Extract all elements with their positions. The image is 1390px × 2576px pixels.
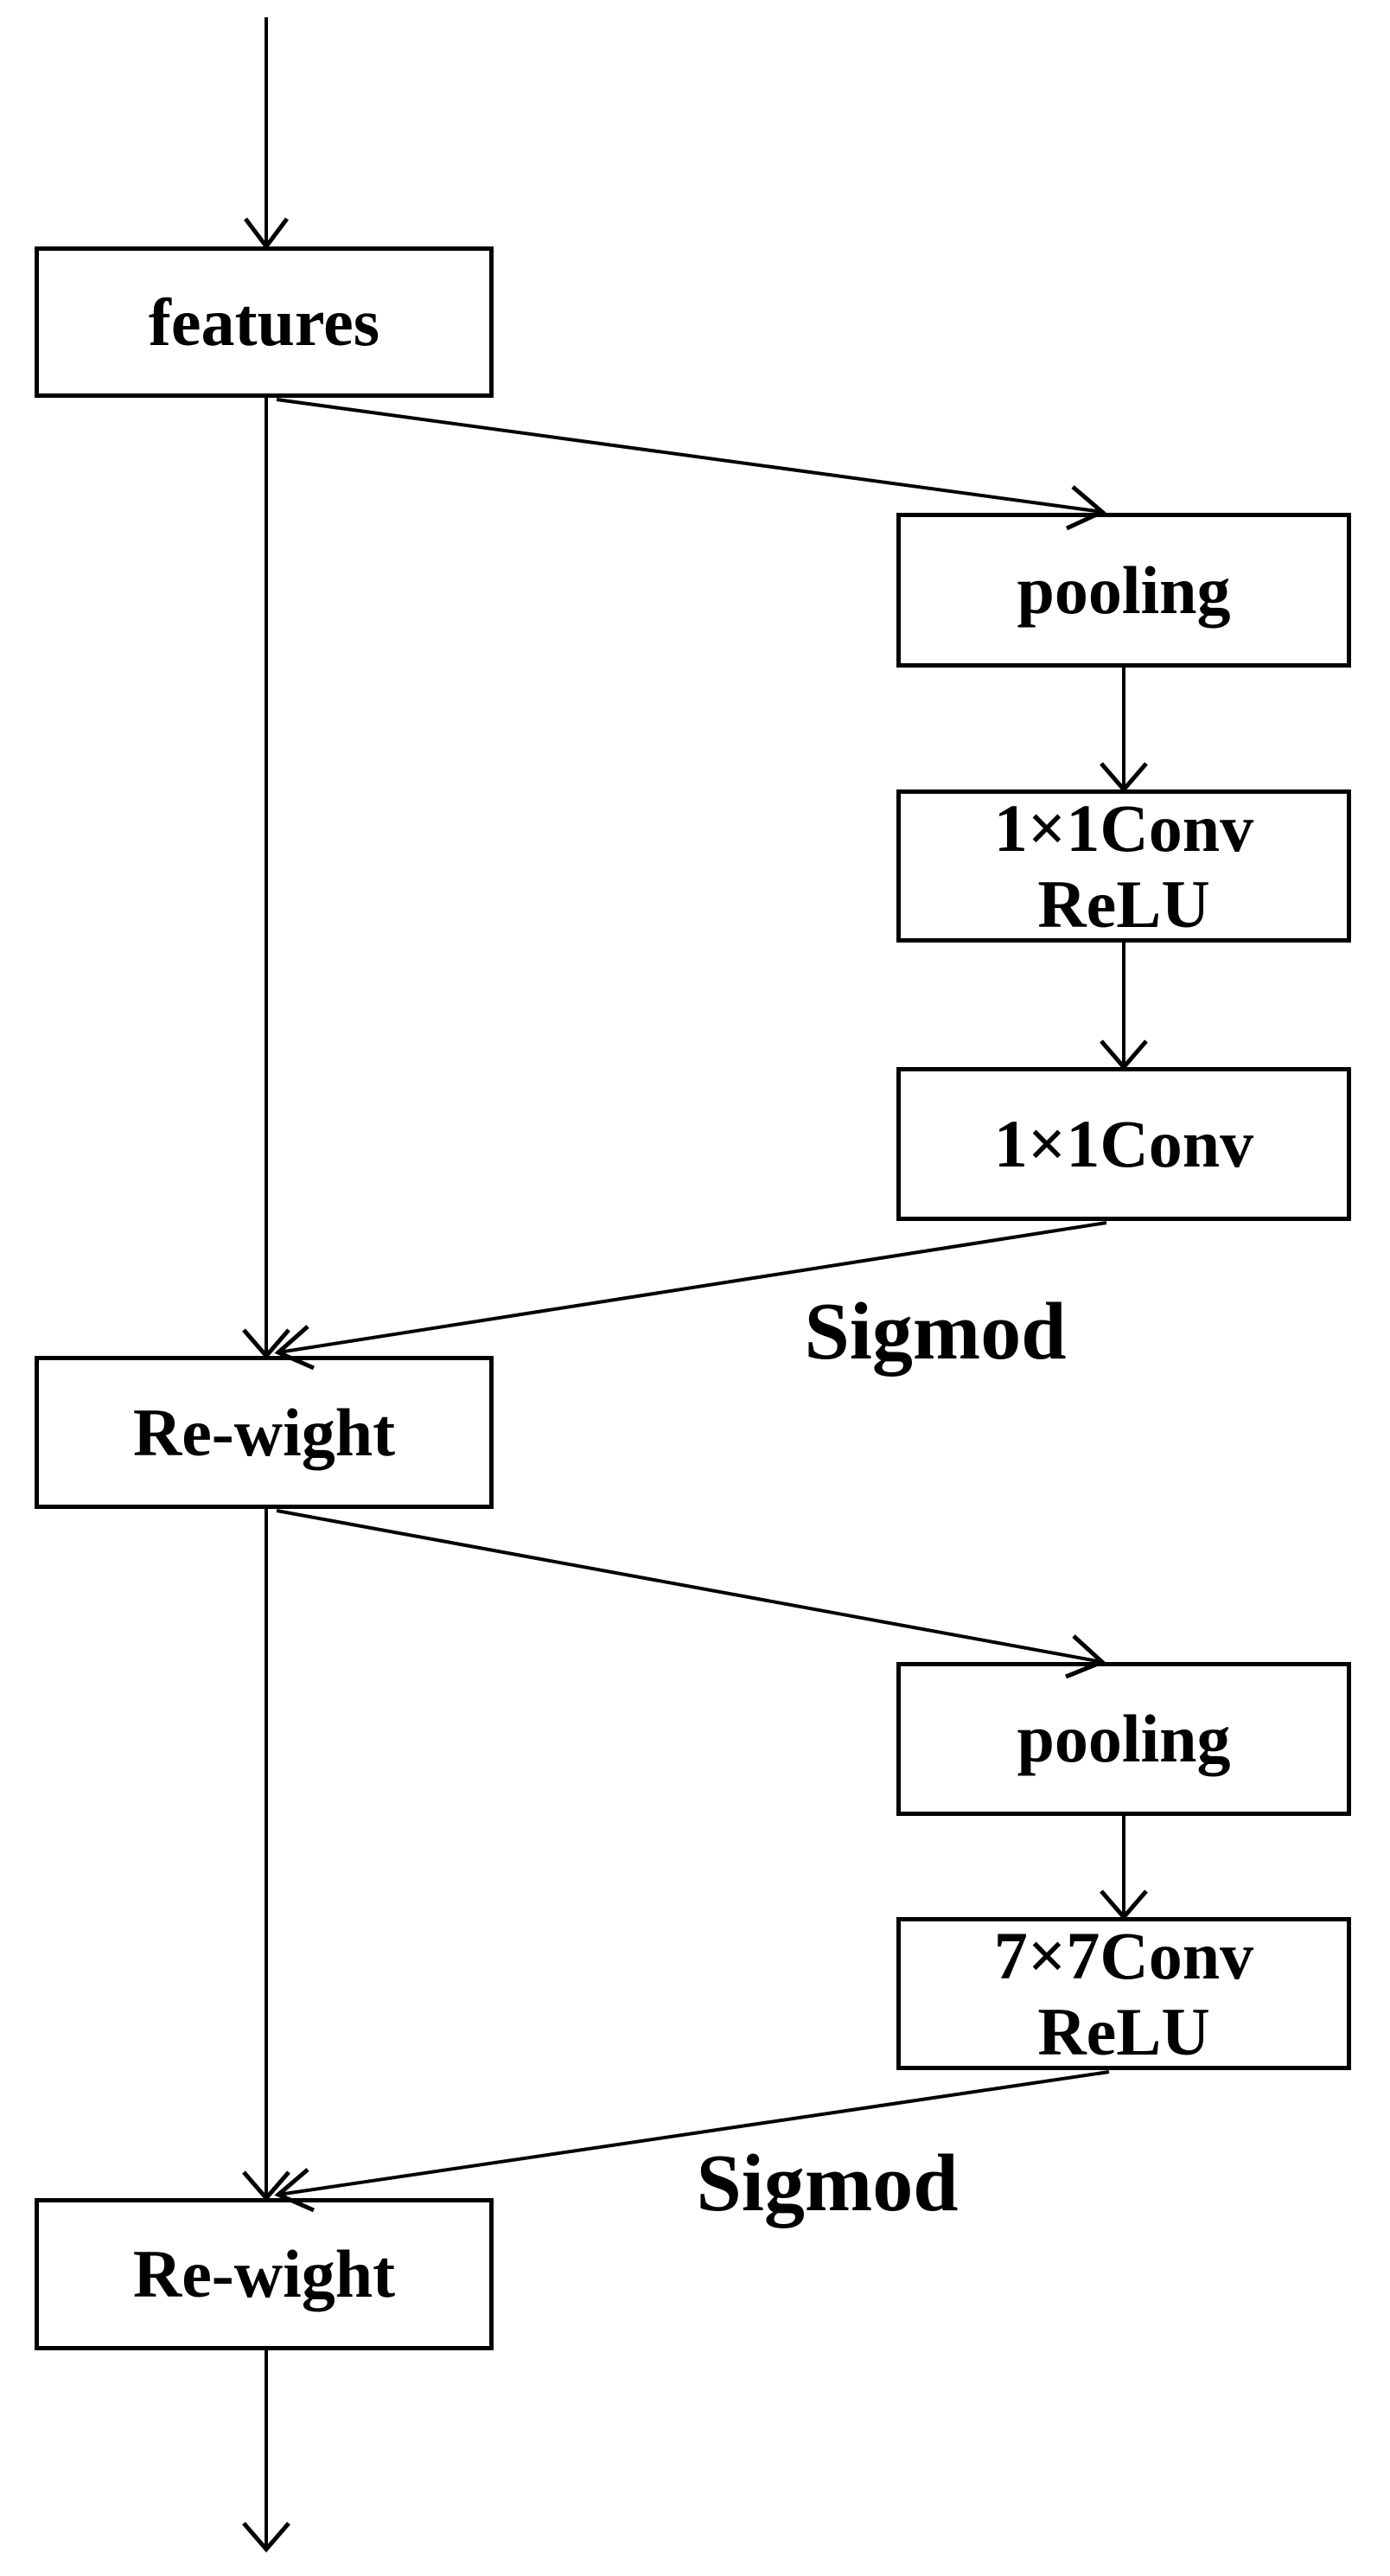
node-features: features bbox=[35, 246, 494, 398]
edge-conv1-conv2-head bbox=[1100, 1039, 1148, 1071]
edge-features-reweight1-head bbox=[242, 1328, 290, 1359]
node-pooling-2: pooling bbox=[896, 1662, 1351, 1816]
label-sigmod-2: Sigmod bbox=[696, 2138, 959, 2228]
edge-pooling2-conv3-head bbox=[1100, 1889, 1148, 1921]
node-reweight-1: Re-wight bbox=[35, 1356, 494, 1509]
edge-conv3-reweight2-sigmod bbox=[277, 2070, 1110, 2196]
arrow-output-reweight2-head bbox=[242, 2522, 290, 2553]
edge-features-pooling1 bbox=[276, 398, 1103, 514]
arrow-input-features-head bbox=[244, 217, 289, 251]
edge-reweight1-reweight2-head bbox=[242, 2170, 290, 2202]
node-reweight-2: Re-wight bbox=[35, 2198, 494, 2350]
node-conv1x1-relu: 1×1Conv ReLU bbox=[896, 789, 1351, 943]
edge-reweight1-pooling2 bbox=[276, 1509, 1103, 1664]
label-sigmod-1: Sigmod bbox=[804, 1287, 1067, 1377]
node-pooling-1: pooling bbox=[896, 513, 1351, 668]
node-conv1x1: 1×1Conv bbox=[896, 1067, 1351, 1221]
node-conv7x7-relu: 7×7Conv ReLU bbox=[896, 1917, 1351, 2070]
edge-pooling1-conv1-head bbox=[1100, 762, 1148, 793]
